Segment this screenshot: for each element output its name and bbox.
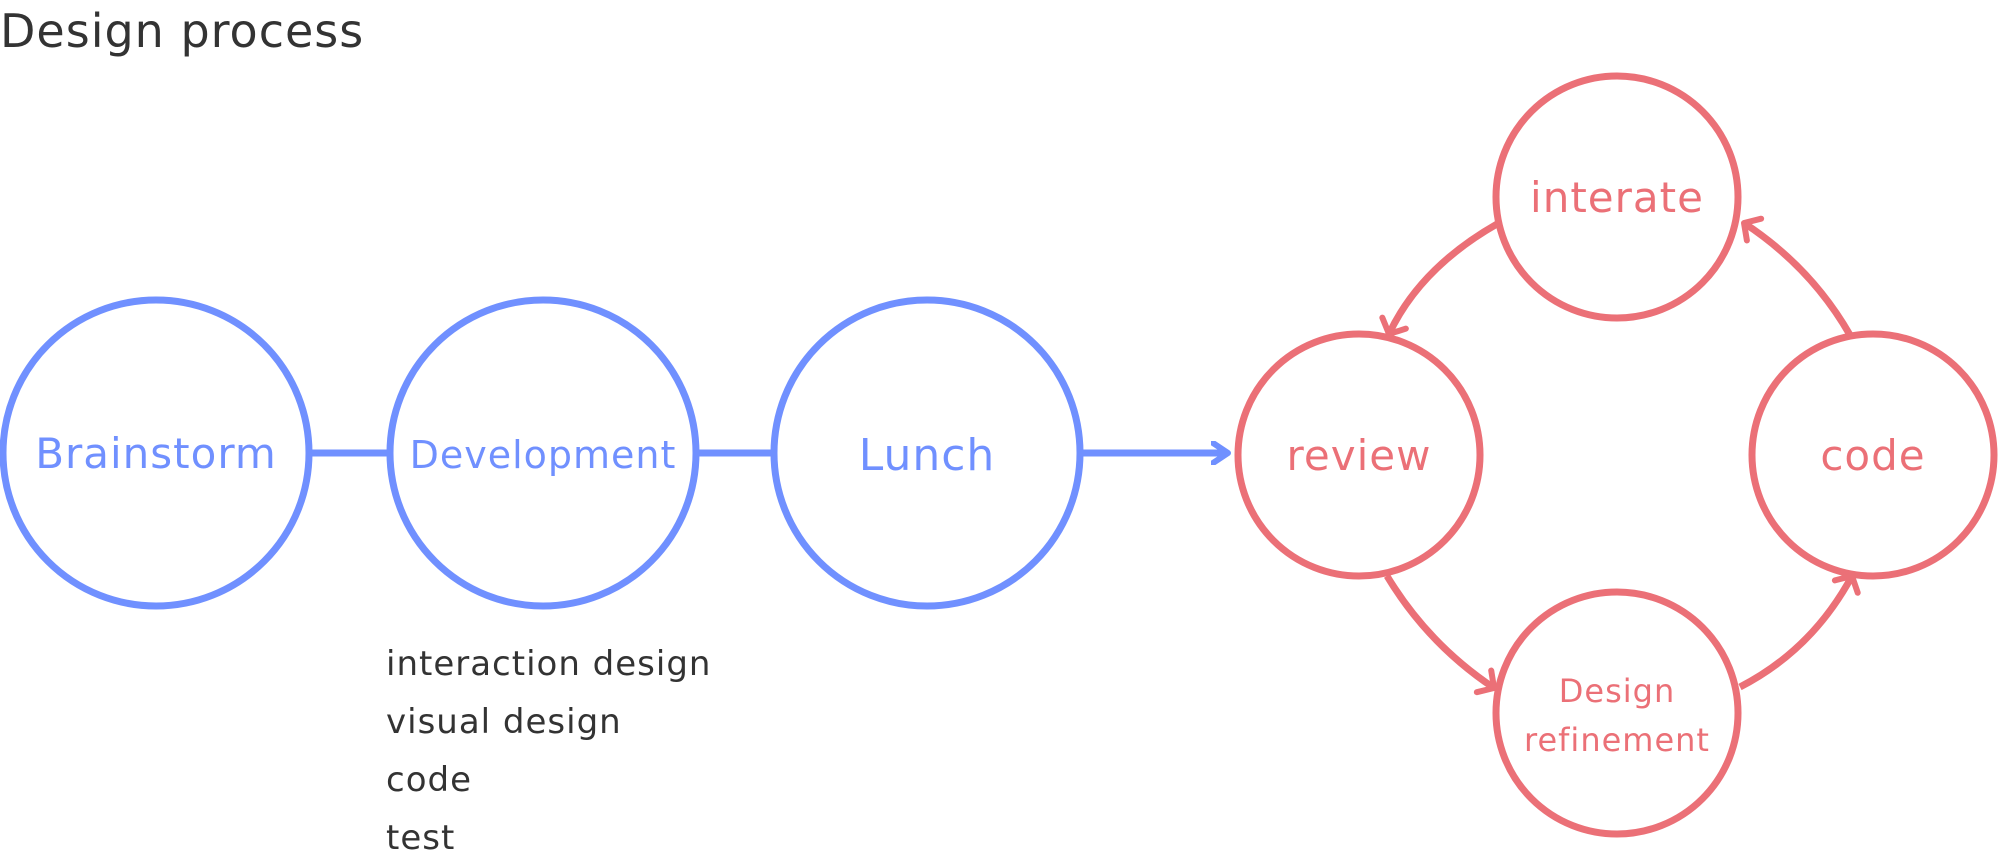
- diagram-title: Design process: [0, 4, 365, 58]
- stage-lunch-label: Lunch: [859, 430, 996, 481]
- note-item: test: [386, 818, 456, 858]
- linear-flow: [0, 296, 1228, 610]
- stage-brainstorm-circle: [0, 296, 313, 610]
- arrow-refinement-to-code: [1738, 573, 1861, 691]
- note-item: interaction design: [386, 644, 712, 684]
- stage-development-circle: [386, 296, 700, 610]
- stage-development-label: Development: [410, 433, 677, 477]
- stage-interate-circle: [1492, 72, 1742, 322]
- stage-code-circle: [1748, 330, 1998, 580]
- stage-review-circle: [1234, 330, 1484, 580]
- arrow-review-to-refinement: [1384, 574, 1497, 696]
- development-notes-list: interaction design visual design code te…: [386, 635, 711, 867]
- iteration-cycle: [1234, 72, 1998, 838]
- stage-review-label: review: [1287, 431, 1432, 480]
- stage-brainstorm-label: Brainstorm: [35, 429, 277, 478]
- stage-refinement-circle: [1492, 588, 1742, 838]
- stage-code-label: code: [1820, 431, 1925, 480]
- arrow-code-to-interate: [1741, 215, 1854, 337]
- stage-refinement-label-line1: Design: [1559, 672, 1675, 710]
- stage-refinement-label-line2: refinement: [1524, 721, 1710, 759]
- note-item: code: [386, 760, 472, 800]
- arrow-interate-to-review: [1379, 220, 1499, 337]
- note-item: visual design: [386, 702, 622, 742]
- stage-lunch-circle: [770, 296, 1084, 610]
- stage-interate-label: interate: [1530, 173, 1704, 222]
